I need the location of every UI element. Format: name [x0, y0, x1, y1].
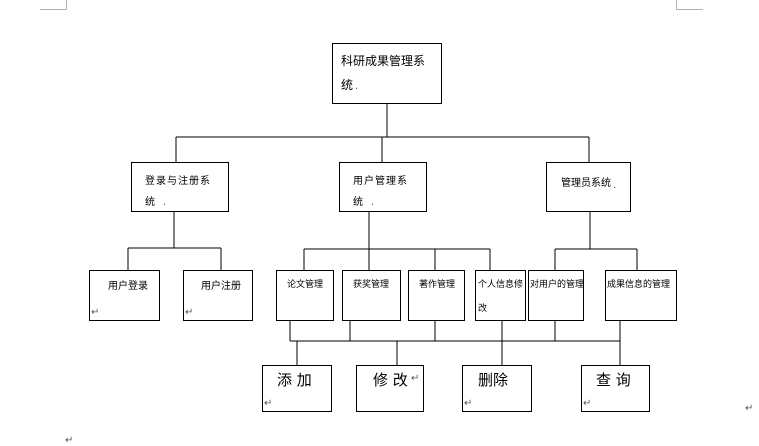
node-user-management-system: 用户管理系 统 . [339, 162, 427, 212]
node-label: 查 询 [596, 371, 631, 389]
node-award-management: 获奖管理 [342, 270, 401, 321]
node-label: 用户登录 [108, 281, 148, 292]
node-label: 论文管理 [287, 280, 324, 290]
crop-mark-top-left [66, 0, 67, 10]
node-label: 获奖管理 [353, 280, 390, 290]
node-research-results-system: 科研成果管理系 统 . [332, 43, 442, 104]
node-query: 查 询 ↵ [581, 365, 650, 412]
node-label: 修 改 [373, 371, 408, 389]
return-mark: ↵ [583, 398, 592, 409]
return-mark: . [613, 180, 617, 191]
return-mark: ↵ [264, 398, 273, 409]
node-user-register: 用户注册 ↵ [183, 270, 253, 321]
node-edit: 修 改 ↵ [356, 365, 424, 412]
node-label: 用户管理系 [353, 176, 408, 187]
return-mark: ↵ [464, 398, 473, 409]
crop-mark-top-right [676, 9, 703, 10]
return-mark: ↵ [185, 307, 194, 318]
node-manage-users: 对用户的管理 [528, 270, 584, 321]
node-label: 删除 [478, 371, 509, 389]
node-label: 登录与注册系 [145, 176, 211, 187]
node-label: 著作管理 [419, 280, 456, 290]
node-login-register-system: 登录与注册系 统 . [131, 162, 229, 212]
node-label: 对用户的管理 [530, 280, 585, 290]
crop-mark-top-left [40, 9, 67, 10]
node-label: 管理员系统 [561, 178, 611, 189]
node-personal-info-edit: 个人信息修 改 [475, 270, 526, 321]
return-mark: . [163, 197, 167, 208]
return-mark: . [355, 81, 359, 92]
node-book-management: 著作管理 [408, 270, 465, 321]
node-add: 添 加 ↵ [262, 365, 332, 412]
node-label: 统 [353, 197, 363, 208]
node-label: 科研成果管理系 [341, 54, 426, 68]
node-label: 个人信息修 [478, 280, 524, 290]
node-user-login: 用户登录 ↵ [89, 270, 160, 321]
node-delete: 删除 ↵ [462, 365, 532, 412]
return-mark: ↵ [91, 307, 100, 318]
return-mark: ↵ [745, 403, 754, 414]
node-result-info-management: 成果信息的管理 [605, 270, 677, 321]
node-label: 成果信息的管理 [607, 280, 671, 290]
return-mark: ↵ [411, 373, 420, 384]
return-mark: ↵ [65, 435, 74, 446]
node-label: 统 [145, 197, 155, 208]
crop-mark-top-right [676, 0, 677, 10]
node-label: 统 [341, 78, 354, 92]
node-label: 添 加 [277, 371, 312, 389]
node-admin-system: 管理员系统 . [546, 162, 631, 212]
node-paper-management: 论文管理 [276, 270, 334, 321]
node-label: 用户注册 [201, 281, 241, 292]
node-label: 改 [478, 304, 488, 314]
return-mark: . [371, 197, 375, 208]
